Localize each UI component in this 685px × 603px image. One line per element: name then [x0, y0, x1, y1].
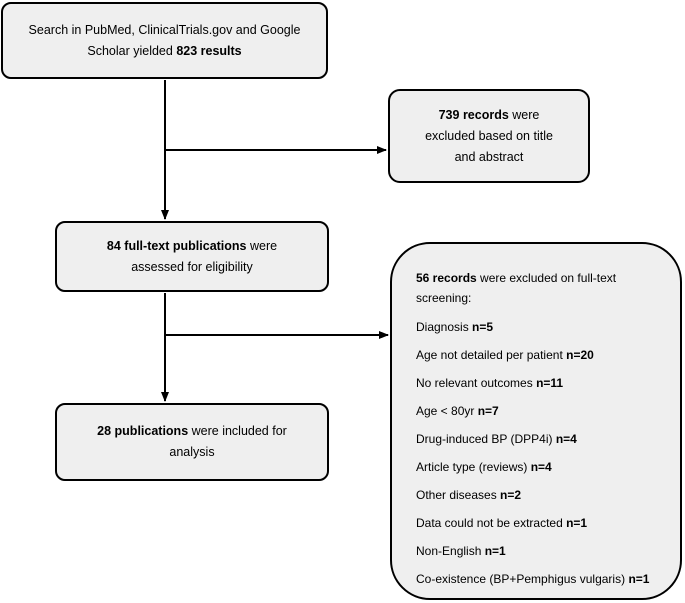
search-line-1: Search in PubMed, ClinicalTrials.gov and… [28, 22, 301, 37]
exclusion-reason: Co-existence (BP+Pemphigus vulgaris) n=1 [416, 569, 670, 589]
reason-count: n=5 [472, 320, 494, 334]
fulltext-text-1: were [246, 238, 278, 253]
included-line-1: 28 publications were included for [97, 421, 287, 442]
exclusion-reason: Age not detailed per patient n=20 [416, 345, 670, 365]
reason-count: n=7 [477, 404, 499, 418]
reason-count: n=4 [530, 460, 552, 474]
excluded-title-line-1: 739 records were [439, 105, 540, 126]
excluded-title-abstract-box: 739 records were excluded based on title… [388, 89, 590, 183]
search-line-2-text: Scholar yielded [87, 43, 177, 58]
reason-label: Age not detailed per patient [416, 348, 567, 362]
fulltext-assessed-box: 84 full-text publications were assessed … [55, 221, 329, 292]
excluded-fulltext-text-1: were excluded on full-text [476, 271, 617, 285]
included-text-1: were included for [188, 424, 287, 438]
reason-label: Data could not be extracted [416, 516, 567, 530]
excluded-title-line-2: excluded based on title [425, 128, 553, 143]
search-line-2: Scholar yielded 823 results [87, 41, 241, 62]
excluded-title-line-3: and abstract [454, 149, 524, 164]
reason-count: n=1 [628, 572, 650, 586]
reason-label: Age < 80yr [416, 404, 478, 418]
reason-count: n=4 [555, 432, 577, 446]
reason-label: Other diseases [416, 488, 501, 502]
search-count: 823 results [176, 43, 242, 58]
reason-count: n=11 [536, 376, 564, 390]
reason-label: Drug-induced BP (DPP4i) [416, 432, 556, 446]
reason-count: n=1 [484, 544, 506, 558]
exclusion-reason: No relevant outcomes n=11 [416, 373, 670, 393]
search-results-box: Search in PubMed, ClinicalTrials.gov and… [1, 2, 328, 79]
fulltext-count: 84 full-text publications [106, 238, 247, 253]
excluded-title-text-1: were [508, 107, 540, 122]
excluded-fulltext-count: 56 records [416, 271, 477, 285]
reason-count: n=1 [566, 516, 588, 530]
exclusion-reason: Age < 80yr n=7 [416, 401, 670, 421]
exclusion-reason: Diagnosis n=5 [416, 317, 670, 337]
excluded-fulltext-text-2: screening: [416, 291, 472, 305]
reason-label: Non-English [416, 544, 485, 558]
included-count: 28 publications [97, 424, 189, 438]
reason-label: No relevant outcomes [416, 376, 537, 390]
exclusion-reason: Article type (reviews) n=4 [416, 457, 670, 477]
reason-label: Co-existence (BP+Pemphigus vulgaris) [416, 572, 629, 586]
exclusion-reason: Data could not be extracted n=1 [416, 513, 670, 533]
reason-label: Diagnosis [416, 320, 473, 334]
included-line-2: analysis [169, 445, 215, 459]
excluded-title-count: 739 records [438, 107, 509, 122]
excluded-fulltext-box: 56 records were excluded on full-text sc… [390, 242, 682, 600]
fulltext-line-2: assessed for eligibility [131, 259, 253, 274]
exclusion-reason: Non-English n=1 [416, 541, 670, 561]
reason-count: n=20 [566, 348, 594, 362]
fulltext-line-1: 84 full-text publications were [107, 236, 277, 257]
included-publications-box: 28 publications were included for analys… [55, 403, 329, 481]
exclusion-reason: Other diseases n=2 [416, 485, 670, 505]
reason-count: n=2 [500, 488, 522, 502]
reason-label: Article type (reviews) [416, 460, 531, 474]
excluded-fulltext-heading: 56 records were excluded on full-text sc… [416, 268, 670, 308]
exclusion-reason: Drug-induced BP (DPP4i) n=4 [416, 429, 670, 449]
